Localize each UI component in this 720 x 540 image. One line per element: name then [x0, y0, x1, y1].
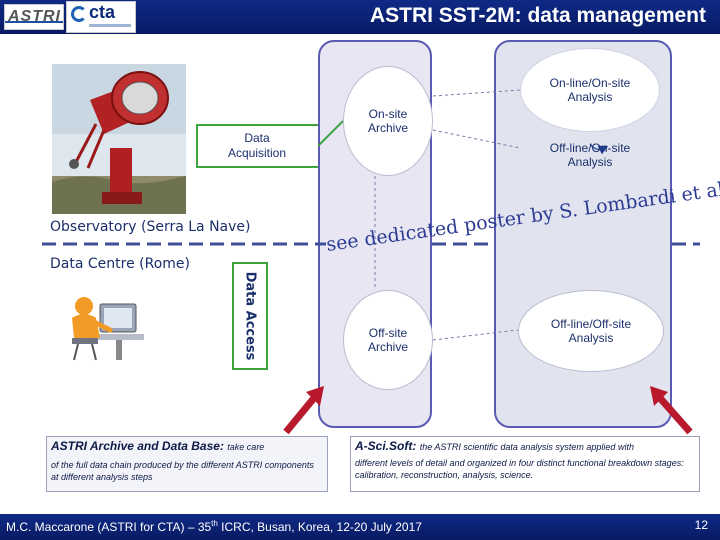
scisoft-info-box: A-Sci.Soft: the ASTRI scientific data an… — [350, 436, 700, 492]
telescope-image — [52, 64, 186, 214]
archive-info-box: ASTRI Archive and Data Base: take care o… — [46, 436, 328, 492]
astri-logo: ASTRI — [4, 4, 64, 30]
page-number: 12 — [694, 518, 708, 532]
observatory-label: Observatory (Serra La Nave) — [50, 219, 251, 235]
data-access-box: Data Access — [232, 262, 268, 370]
scisoft-info-heading: A-Sci.Soft: — [355, 439, 417, 453]
footer-bar — [0, 514, 720, 540]
slide-title: ASTRI SST-2M: data management — [369, 4, 706, 27]
archive-info-heading: ASTRI Archive and Data Base: — [51, 439, 224, 453]
scisoft-info-body: different levels of detail and organized… — [355, 458, 684, 481]
archive-info-body: of the full data chain produced by the d… — [51, 460, 314, 483]
user-at-computer-image — [72, 297, 144, 361]
data-acquisition-label: Data Acquisition — [196, 124, 318, 168]
data-acquisition-box — [196, 124, 318, 168]
footer-citation: M.C. Maccarone (ASTRI for CTA) – 35th IC… — [6, 519, 422, 534]
data-centre-label: Data Centre (Rome) — [50, 256, 190, 272]
cta-logo: cta — [66, 1, 136, 33]
